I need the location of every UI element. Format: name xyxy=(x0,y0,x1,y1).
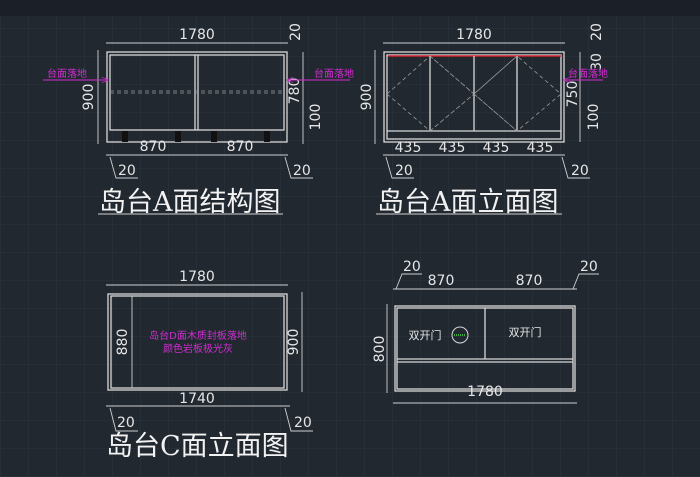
dim-bay-2: 870 xyxy=(516,273,543,289)
sink-icon xyxy=(451,326,469,344)
title: 岛台C面立面图 xyxy=(106,431,289,462)
drawing-a-structure[interactable]: 1780 900 20 780 100 870 870 20 20 台面落地 台… xyxy=(43,23,354,218)
drawing-c-elevation[interactable]: 1780 880 900 1740 20 20 岛台D面木质封板落地 颜色岩板极… xyxy=(106,269,313,462)
dim-inner-width: 1740 xyxy=(179,391,215,407)
dim-edge-right: 20 xyxy=(293,163,311,179)
note-line-2: 颜色岩板极光灰 xyxy=(163,342,233,355)
dim-bay-1: 870 xyxy=(428,273,455,289)
dim-width: 1780 xyxy=(456,27,492,43)
door-left-label: 双开门 xyxy=(409,328,442,342)
dim-bay-1: 870 xyxy=(140,139,167,155)
dim-width: 1780 xyxy=(467,384,503,400)
dim-edge-left: 20 xyxy=(395,163,413,179)
dim-edge-left: 20 xyxy=(117,415,135,431)
dim-width: 1780 xyxy=(179,269,215,285)
dim-top-band: 30 xyxy=(589,53,605,71)
dim-edge-right: 20 xyxy=(571,163,589,179)
note-right: 台面落地 xyxy=(314,67,354,80)
dim-door-4: 435 xyxy=(527,140,554,156)
drawing-a-elevation[interactable]: 1780 900 20 30 750 100 台面落地 435 435 435 … xyxy=(359,23,608,218)
dim-edge-right: 20 xyxy=(580,259,598,275)
dim-edge-left: 20 xyxy=(118,163,136,179)
dim-upper: 750 xyxy=(565,81,581,108)
note: 台面落地 xyxy=(568,67,608,80)
dim-door-2: 435 xyxy=(439,140,466,156)
title: 岛台A面立面图 xyxy=(377,187,559,218)
dim-bay-2: 870 xyxy=(227,139,254,155)
dim-base: 100 xyxy=(586,104,602,131)
top-bar xyxy=(0,0,700,16)
leg-icons xyxy=(122,131,270,142)
dim-door-1: 435 xyxy=(395,140,422,156)
dim-height: 800 xyxy=(372,336,388,363)
note-left: 台面落地 xyxy=(47,67,87,80)
title: 岛台A面结构图 xyxy=(99,187,281,218)
dim-height: 900 xyxy=(359,84,375,111)
dim-top-gap: 20 xyxy=(288,23,304,41)
dim-height: 900 xyxy=(286,329,302,356)
dim-door-3: 435 xyxy=(483,140,510,156)
dim-inner-height: 880 xyxy=(115,329,131,356)
drawing-plan[interactable]: 双开门 双开门 870 870 20 20 800 1780 xyxy=(372,259,599,404)
dim-upper: 780 xyxy=(287,78,303,105)
door-right-label: 双开门 xyxy=(509,325,542,339)
dim-base: 100 xyxy=(308,104,324,131)
dim-edge-right: 20 xyxy=(294,415,312,431)
dim-top-gap: 20 xyxy=(589,23,605,41)
note-line-1: 岛台D面木质封板落地 xyxy=(149,329,247,342)
dim-edge-left: 20 xyxy=(403,259,421,275)
dim-width: 1780 xyxy=(179,27,215,43)
dim-height: 900 xyxy=(81,84,97,111)
